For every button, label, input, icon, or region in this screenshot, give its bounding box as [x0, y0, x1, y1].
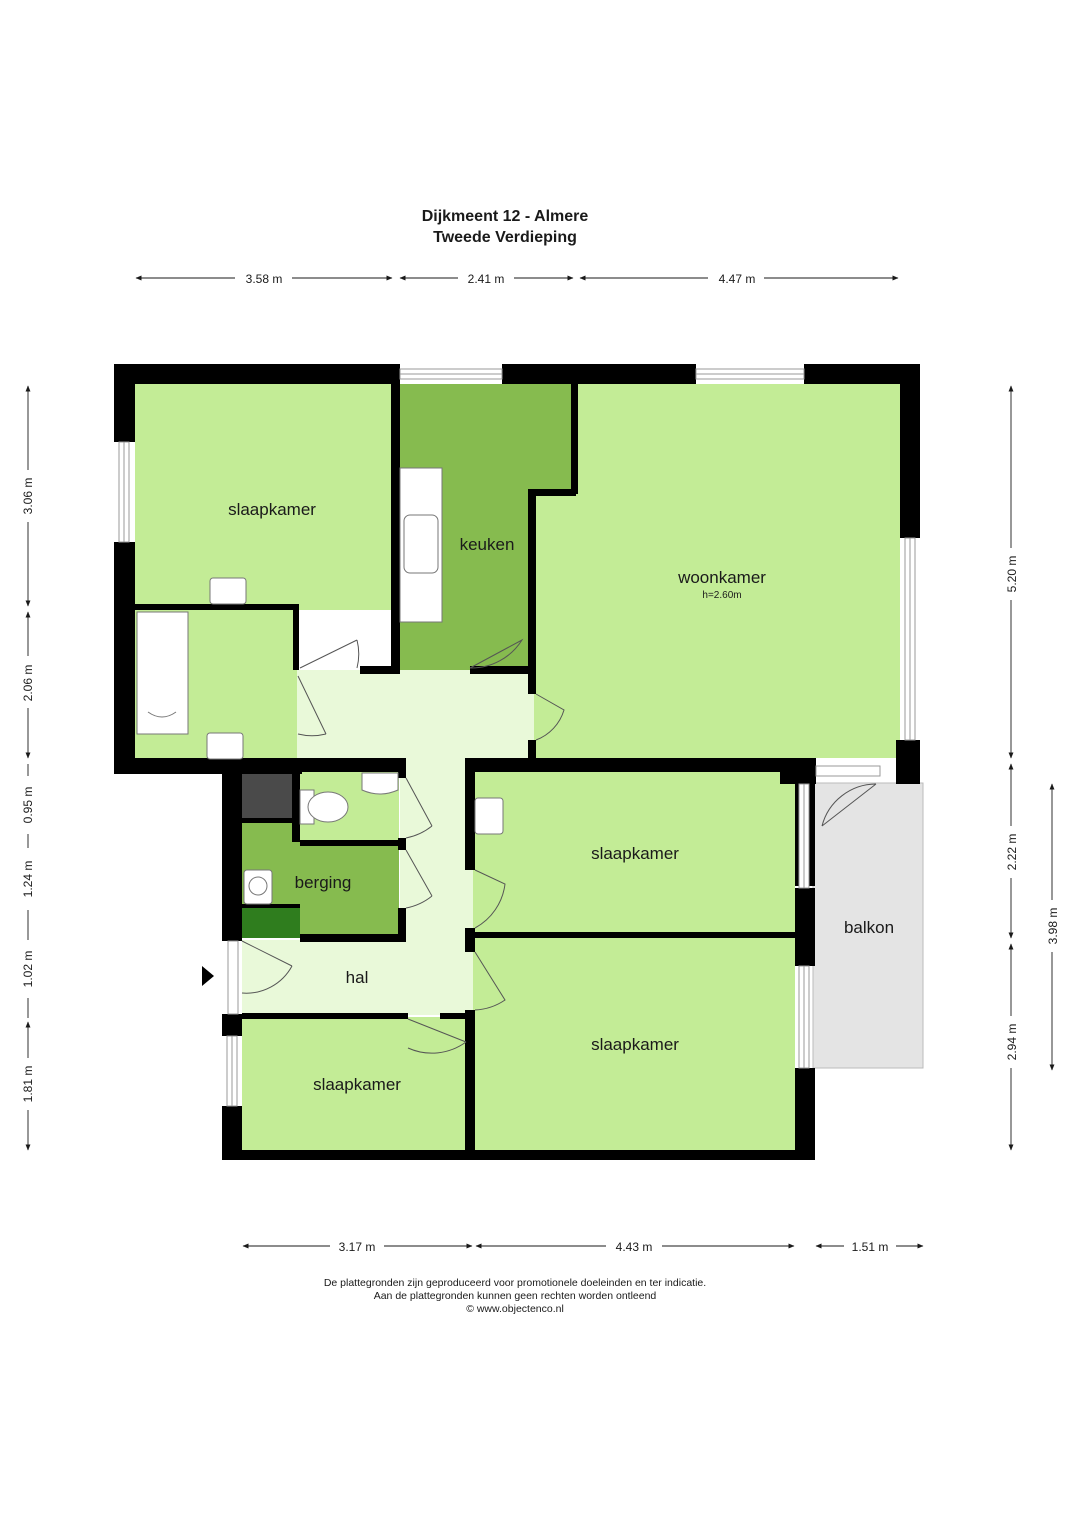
room-label-woonkamer: woonkamer [677, 568, 766, 587]
washbasin-icon [474, 797, 504, 835]
room-label-slaapkamer-4: slaapkamer [591, 1035, 679, 1054]
woonkamer-floor [534, 384, 900, 758]
dimension-labels: 3.58 m 2.41 m 4.47 m 3.06 m 2.06 m 0.95 … [21, 272, 1060, 1254]
balkon-floor [812, 782, 924, 1069]
room-floors [135, 384, 924, 1150]
dim-right-1: 5.20 m [1005, 556, 1019, 593]
dim-left-4: 1.24 m [21, 861, 35, 898]
dim-left-1: 3.06 m [21, 478, 35, 515]
plan-subtitle: Tweede Verdieping [433, 229, 577, 246]
plan-title: Dijkmeent 12 - Almere [421, 208, 589, 225]
washing-machine-icon [243, 869, 273, 905]
room-label-keuken: keuken [460, 535, 515, 554]
hal-floor [242, 670, 534, 1015]
doors [241, 638, 877, 1054]
room-label-hal: hal [346, 968, 369, 987]
room-labels: slaapkamer keuken woonkamer h=2.60m slaa… [228, 500, 894, 1094]
dim-right-3: 2.94 m [1005, 1024, 1019, 1061]
dim-left-6: 1.81 m [21, 1066, 35, 1103]
slaapkamer-1-floor [135, 384, 393, 610]
dim-left-2: 2.06 m [21, 665, 35, 702]
room-height: h=2.60m [702, 590, 741, 601]
footer-copyright: © www.objectenco.nl [466, 1303, 564, 1315]
slaapkamer-3-floor [242, 1017, 473, 1150]
dim-top-3: 4.47 m [719, 272, 756, 286]
dim-bottom-3: 1.51 m [852, 1240, 889, 1254]
washbasin-icon [206, 732, 244, 760]
dim-bottom-2: 4.43 m [616, 1240, 653, 1254]
fixtures [136, 467, 504, 986]
dim-left-5: 1.02 m [21, 951, 35, 988]
washbasin-icon [209, 577, 247, 605]
dim-left-3: 0.95 m [21, 787, 35, 824]
walls [114, 364, 920, 1160]
entrance-arrow-icon [202, 966, 214, 986]
dim-top-1: 3.58 m [246, 272, 283, 286]
footer-disclaimer-1: De plattegronden zijn geproduceerd voor … [323, 1277, 707, 1289]
bathtub-icon [136, 611, 189, 735]
dimension-lines [25, 275, 1055, 1249]
room-label-slaapkamer-2: slaapkamer [591, 844, 679, 863]
dim-right-outer: 3.98 m [1046, 908, 1060, 945]
room-label-berging: berging [295, 873, 352, 892]
windows [118, 368, 916, 1107]
kitchen-sink-icon [403, 514, 439, 574]
room-label-slaapkamer-1: slaapkamer [228, 500, 316, 519]
shaft [242, 772, 292, 820]
room-label-slaapkamer-3: slaapkamer [313, 1075, 401, 1094]
dim-top-2: 2.41 m [468, 272, 505, 286]
room-label-balkon: balkon [844, 918, 894, 937]
berging-cabinet [242, 908, 300, 938]
toilet-sink-icon [361, 772, 399, 795]
dim-bottom-1: 3.17 m [339, 1240, 376, 1254]
footer-disclaimer-2: Aan de plattegronden kunnen geen rechten… [373, 1290, 657, 1302]
slaapkamer-2-floor [473, 772, 795, 935]
slaapkamer-4-floor [473, 935, 795, 1150]
berging-floor [242, 823, 399, 938]
dim-right-2: 2.22 m [1005, 834, 1019, 871]
